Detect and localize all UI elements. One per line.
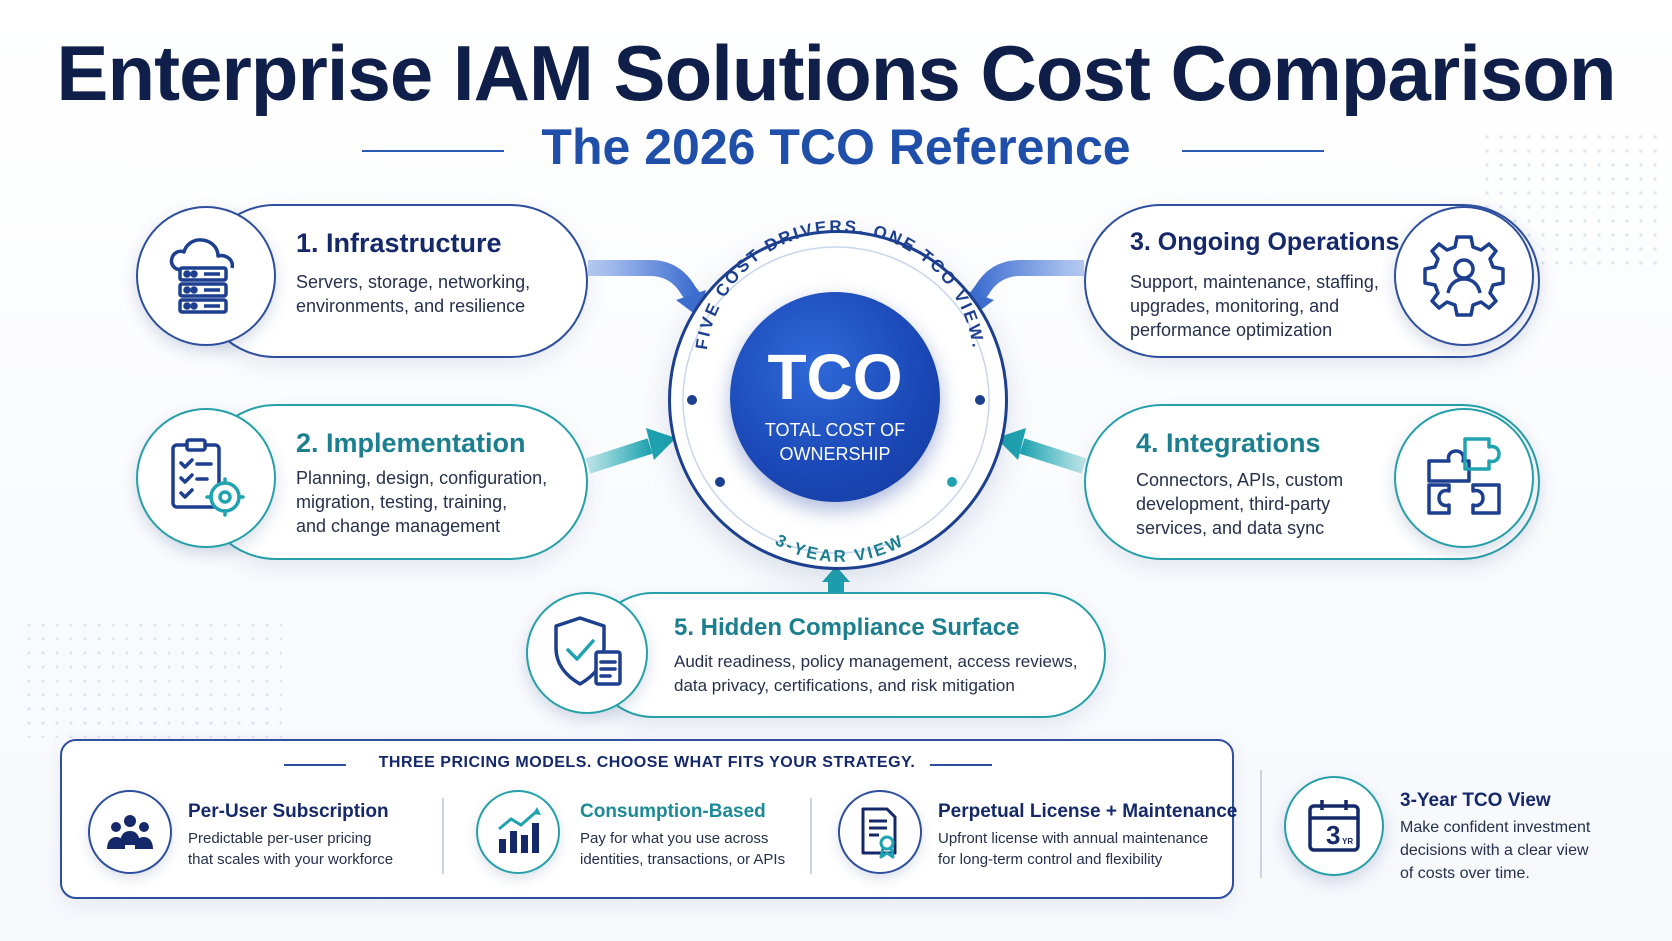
- driver-icon-circle-infrastructure: [136, 206, 276, 346]
- tco-sublabel-line-2: OWNERSHIP: [779, 444, 891, 464]
- driver-icon-circle-compliance: [526, 592, 648, 714]
- driver-desc-operations: Support, maintenance, staffing, upgrades…: [1130, 272, 1379, 340]
- three-year-divider: [1260, 770, 1262, 878]
- gear-user-icon: [1423, 235, 1505, 317]
- svg-text:YR: YR: [1342, 837, 1353, 846]
- subtitle-rule-left: [362, 150, 504, 152]
- pricing-desc-consumption: Pay for what you use across identities, …: [580, 830, 786, 868]
- pricing-desc-perpetual: Upfront license with annual maintenance …: [938, 830, 1209, 868]
- subtitle-rule-right: [1182, 150, 1324, 152]
- pricing-icon-circle-consumption: [476, 790, 560, 874]
- shield-check-icon: [554, 616, 622, 686]
- tco-sublabel: TOTAL COST OF OWNERSHIP: [730, 418, 940, 466]
- users-icon: [107, 815, 153, 849]
- arrow-integrations: [1019, 438, 1087, 474]
- arrow-implementation: [585, 438, 653, 474]
- page-subtitle: The 2026 TCO Reference: [541, 119, 1131, 175]
- pricing-models-panel: [60, 739, 1234, 899]
- pricing-icon-circle-per-user: [88, 790, 172, 874]
- arrow-operations: [969, 260, 1084, 303]
- driver-desc-integrations: Connectors, APIs, custom development, th…: [1136, 470, 1344, 538]
- ring-dot: [715, 477, 725, 487]
- three-year-desc: Make confident investment decisions with…: [1400, 819, 1591, 882]
- three-year-icon-circle: 3 YR: [1284, 776, 1384, 876]
- subtitle-row: The 2026 TCO Reference: [0, 118, 1672, 184]
- driver-title-integrations: 4. Integrations: [1136, 428, 1321, 458]
- certificate-icon: [861, 807, 897, 859]
- driver-title-operations: 3. Ongoing Operations: [1130, 228, 1400, 256]
- pricing-icon-circle-perpetual: [838, 790, 922, 874]
- pricing-heading-rule-left: [284, 764, 346, 766]
- arrowhead-implementation: [646, 428, 676, 460]
- pricing-divider: [442, 798, 444, 874]
- server-cloud-icon: [169, 238, 235, 314]
- arrow-infrastructure: [588, 260, 701, 303]
- pricing-title-perpetual: Perpetual License + Maintenance: [938, 801, 1238, 822]
- pricing-title-per-user: Per-User Subscription: [188, 801, 389, 822]
- arrowhead-compliance: [822, 566, 850, 582]
- driver-desc-implementation: Planning, design, configuration, migrati…: [296, 468, 548, 536]
- pricing-title-consumption: Consumption-Based: [580, 801, 766, 822]
- tco-hub-core: [730, 292, 940, 502]
- pricing-divider: [810, 798, 812, 874]
- tco-label: TCO: [767, 341, 903, 413]
- driver-icon-circle-implementation: [136, 408, 276, 548]
- arrow-compliance: [828, 580, 844, 594]
- ring-dot: [687, 395, 697, 405]
- driver-title-compliance: 5. Hidden Compliance Surface: [674, 614, 1020, 641]
- driver-icon-circle-integrations: [1394, 408, 1534, 548]
- driver-desc-compliance: Audit readiness, policy management, acce…: [674, 652, 1078, 695]
- svg-text:3: 3: [1326, 820, 1340, 850]
- ring-dot: [947, 477, 957, 487]
- driver-icon-circle-operations: [1394, 206, 1534, 346]
- ring-dot: [975, 395, 985, 405]
- driver-title-implementation: 2. Implementation: [296, 428, 526, 458]
- driver-title-infrastructure: 1. Infrastructure: [296, 228, 502, 258]
- tco-sublabel-line-1: TOTAL COST OF: [764, 420, 906, 440]
- ring-bottom-text: 3-YEAR VIEW: [772, 531, 907, 566]
- pricing-heading-rule-right: [930, 764, 992, 766]
- three-year-title: 3-Year TCO View: [1400, 790, 1551, 811]
- pricing-heading: THREE PRICING MODELS. CHOOSE WHAT FITS Y…: [378, 754, 916, 771]
- calendar-icon: 3 YR: [1308, 800, 1360, 852]
- driver-desc-infrastructure: Servers, storage, networking, environmen…: [296, 272, 531, 316]
- checklist-gear-icon: [171, 438, 245, 517]
- dot-pattern-left: [22, 618, 282, 738]
- page-title: Enterprise IAM Solutions Cost Comparison: [56, 29, 1616, 117]
- puzzle-icon: [1427, 437, 1501, 515]
- pricing-desc-per-user: Predictable per-user pricing that scales…: [188, 830, 394, 868]
- bar-chart-icon: [498, 807, 541, 853]
- driver-card-implementation: [198, 404, 588, 560]
